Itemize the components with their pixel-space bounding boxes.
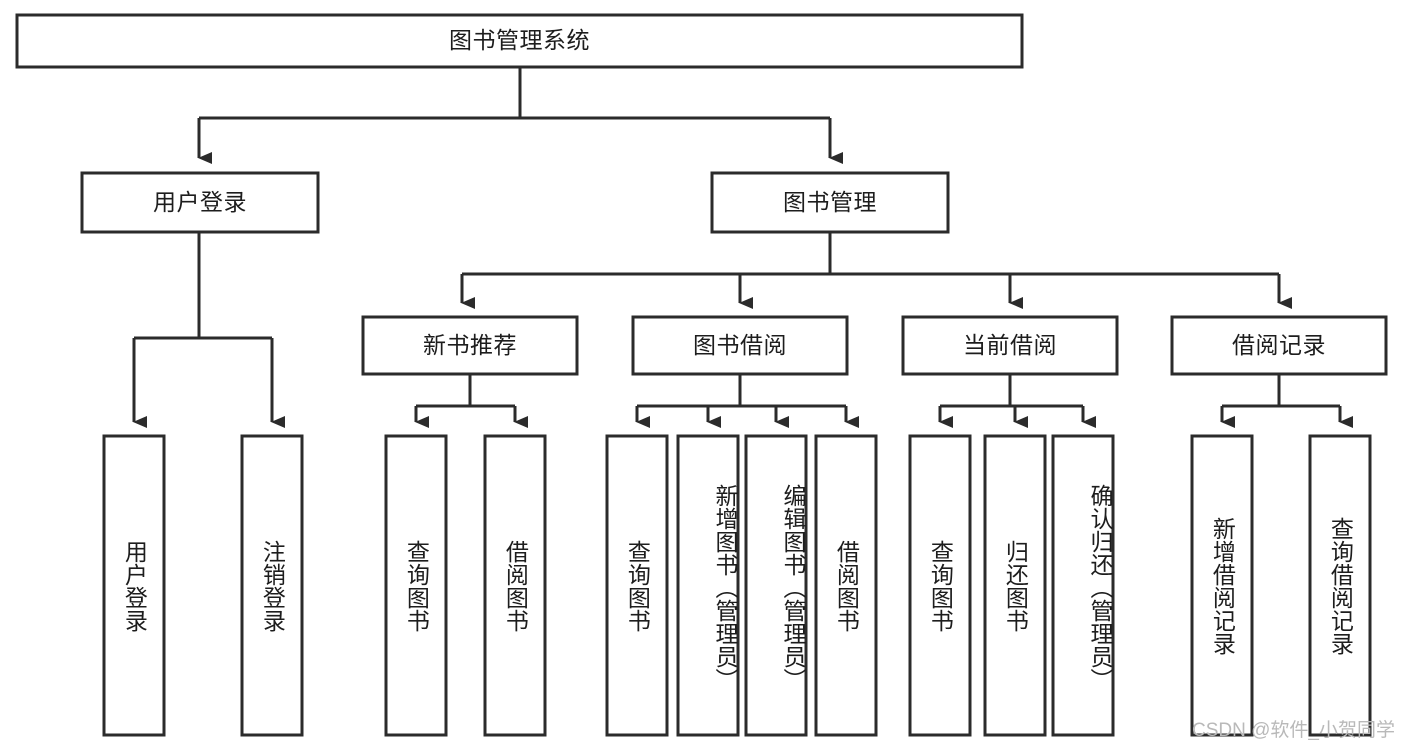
node-box-leaf-query-book-2[interactable]	[605, 434, 669, 737]
node-box-leaf-return-book[interactable]	[983, 434, 1047, 737]
node-box-book-borrow[interactable]	[631, 315, 849, 376]
node-box-new-book-recommend[interactable]	[361, 315, 579, 376]
node-box-leaf-query-book-1[interactable]	[384, 434, 448, 737]
node-box-user-login[interactable]	[80, 171, 320, 234]
node-box-borrow-record[interactable]	[1170, 315, 1388, 376]
node-box-leaf-query-record[interactable]	[1308, 434, 1372, 737]
node-box-leaf-add-book[interactable]	[676, 434, 740, 737]
node-box-leaf-logout-login[interactable]	[240, 434, 304, 737]
node-box-leaf-user-login[interactable]	[102, 434, 166, 737]
node-box-leaf-edit-book[interactable]	[744, 434, 808, 737]
node-box-leaf-borrow-book-1[interactable]	[483, 434, 547, 737]
node-box-leaf-borrow-book-2[interactable]	[814, 434, 878, 737]
node-box-root[interactable]	[15, 13, 1024, 69]
node-box-book-manage[interactable]	[710, 171, 950, 234]
node-box-leaf-add-record[interactable]	[1190, 434, 1254, 737]
node-box-leaf-confirm-return[interactable]	[1051, 434, 1115, 737]
node-box-leaf-query-book-3[interactable]	[908, 434, 972, 737]
node-box-current-borrow[interactable]	[901, 315, 1119, 376]
